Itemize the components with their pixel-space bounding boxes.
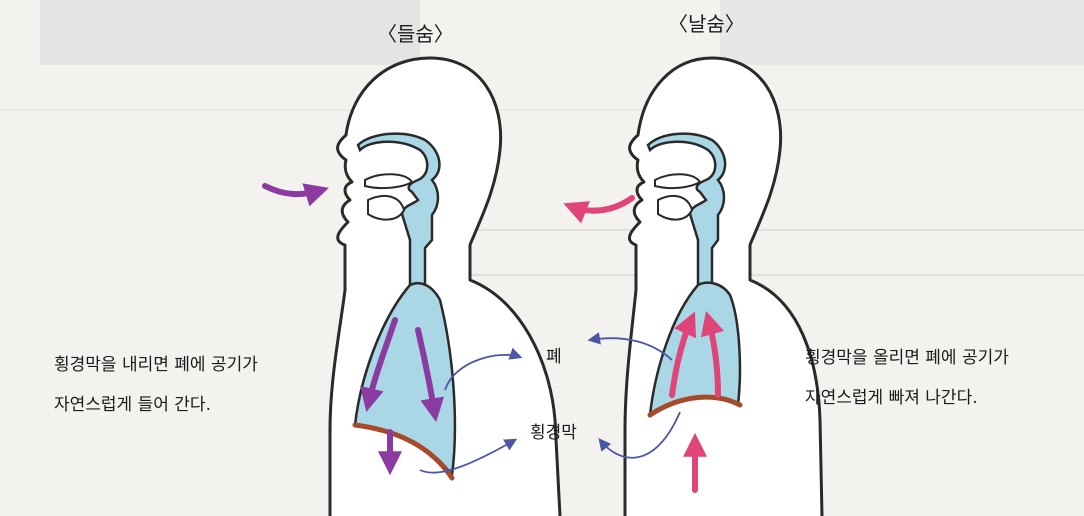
diaphragm-label: 횡경막 [530,418,577,443]
exhale-caption-line-2: 자연스럽게 빠져 나간다. [805,378,1009,418]
exhale-air-arrow [570,198,632,211]
inhale-palate [365,174,412,188]
inhale-air-arrow [265,186,322,194]
inhale-title: 〈들숨〉 [377,18,454,47]
inhale-caption-line-2: 자연스럽게 들어 간다. [54,385,258,425]
inhale-caption-line-1: 횡경막을 내리면 폐에 공기가 [54,345,258,385]
inhale-figure [265,58,560,516]
inhale-caption: 횡경막을 내리면 폐에 공기가 자연스럽게 들어 간다. [54,345,258,425]
exhale-palate [655,174,700,188]
exhale-caption: 횡경막을 올리면 폐에 공기가 자연스럽게 빠져 나간다. [805,338,1009,418]
exhale-title: 〈날숨〉 [668,8,745,37]
lung-label: 폐 [546,342,562,367]
exhale-caption-line-1: 횡경막을 올리면 폐에 공기가 [805,338,1009,378]
